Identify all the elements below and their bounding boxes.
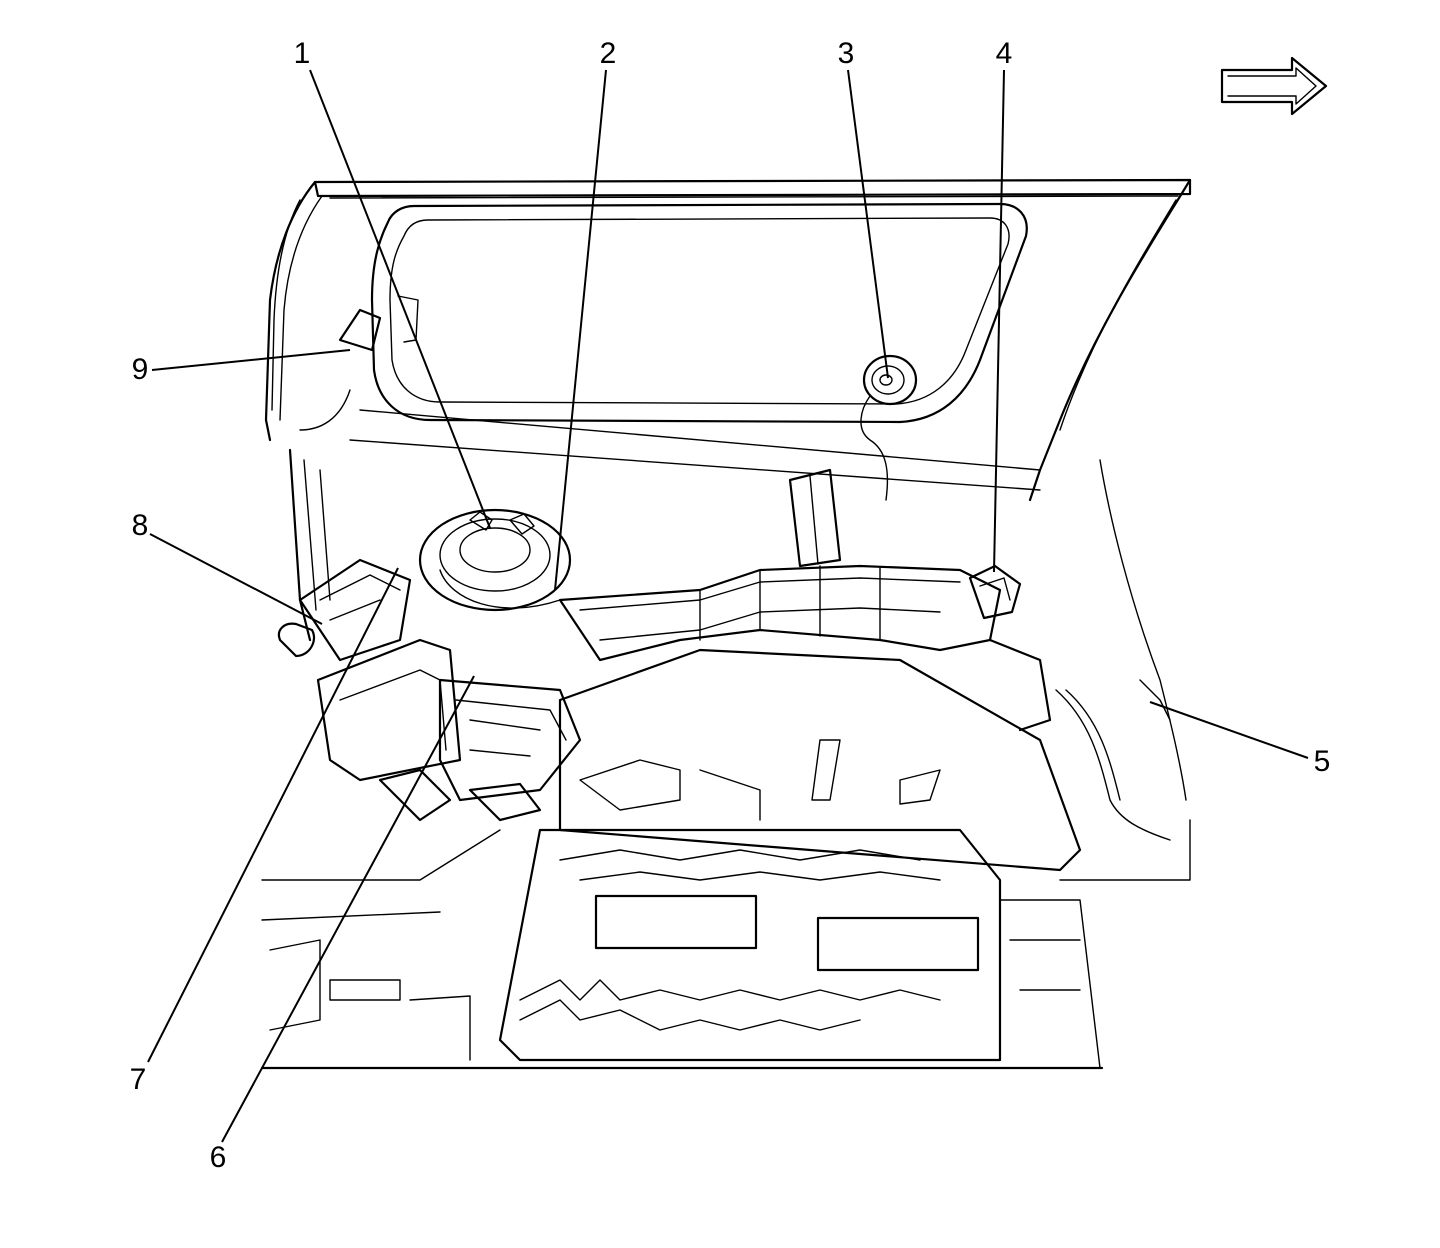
callout-4: 4 [995,37,1013,70]
lower-floor-well [260,819,1191,1070]
callout-9: 9 [131,353,149,386]
callout-7: 7 [129,1063,147,1096]
lower-left-components [316,638,582,822]
callout-1: 1 [293,37,311,70]
air-duct [558,468,1002,662]
rear-panel-window [349,202,1041,491]
callout-5: 5 [1313,745,1331,778]
blower-fan-assembly [418,508,572,612]
liftgate-opening-frame [264,178,1192,502]
callout-6: 6 [209,1141,227,1174]
cargo-floor-panel [558,648,1082,872]
left-side-trim [288,295,419,642]
callout-8: 8 [131,509,149,542]
right-module-and-harness [968,459,1187,841]
callout-3: 3 [837,37,855,70]
forward-direction-arrow-icon [1220,56,1328,116]
speaker [860,354,918,501]
callout-2: 2 [599,37,617,70]
callout-leader-lines [147,69,1309,1143]
